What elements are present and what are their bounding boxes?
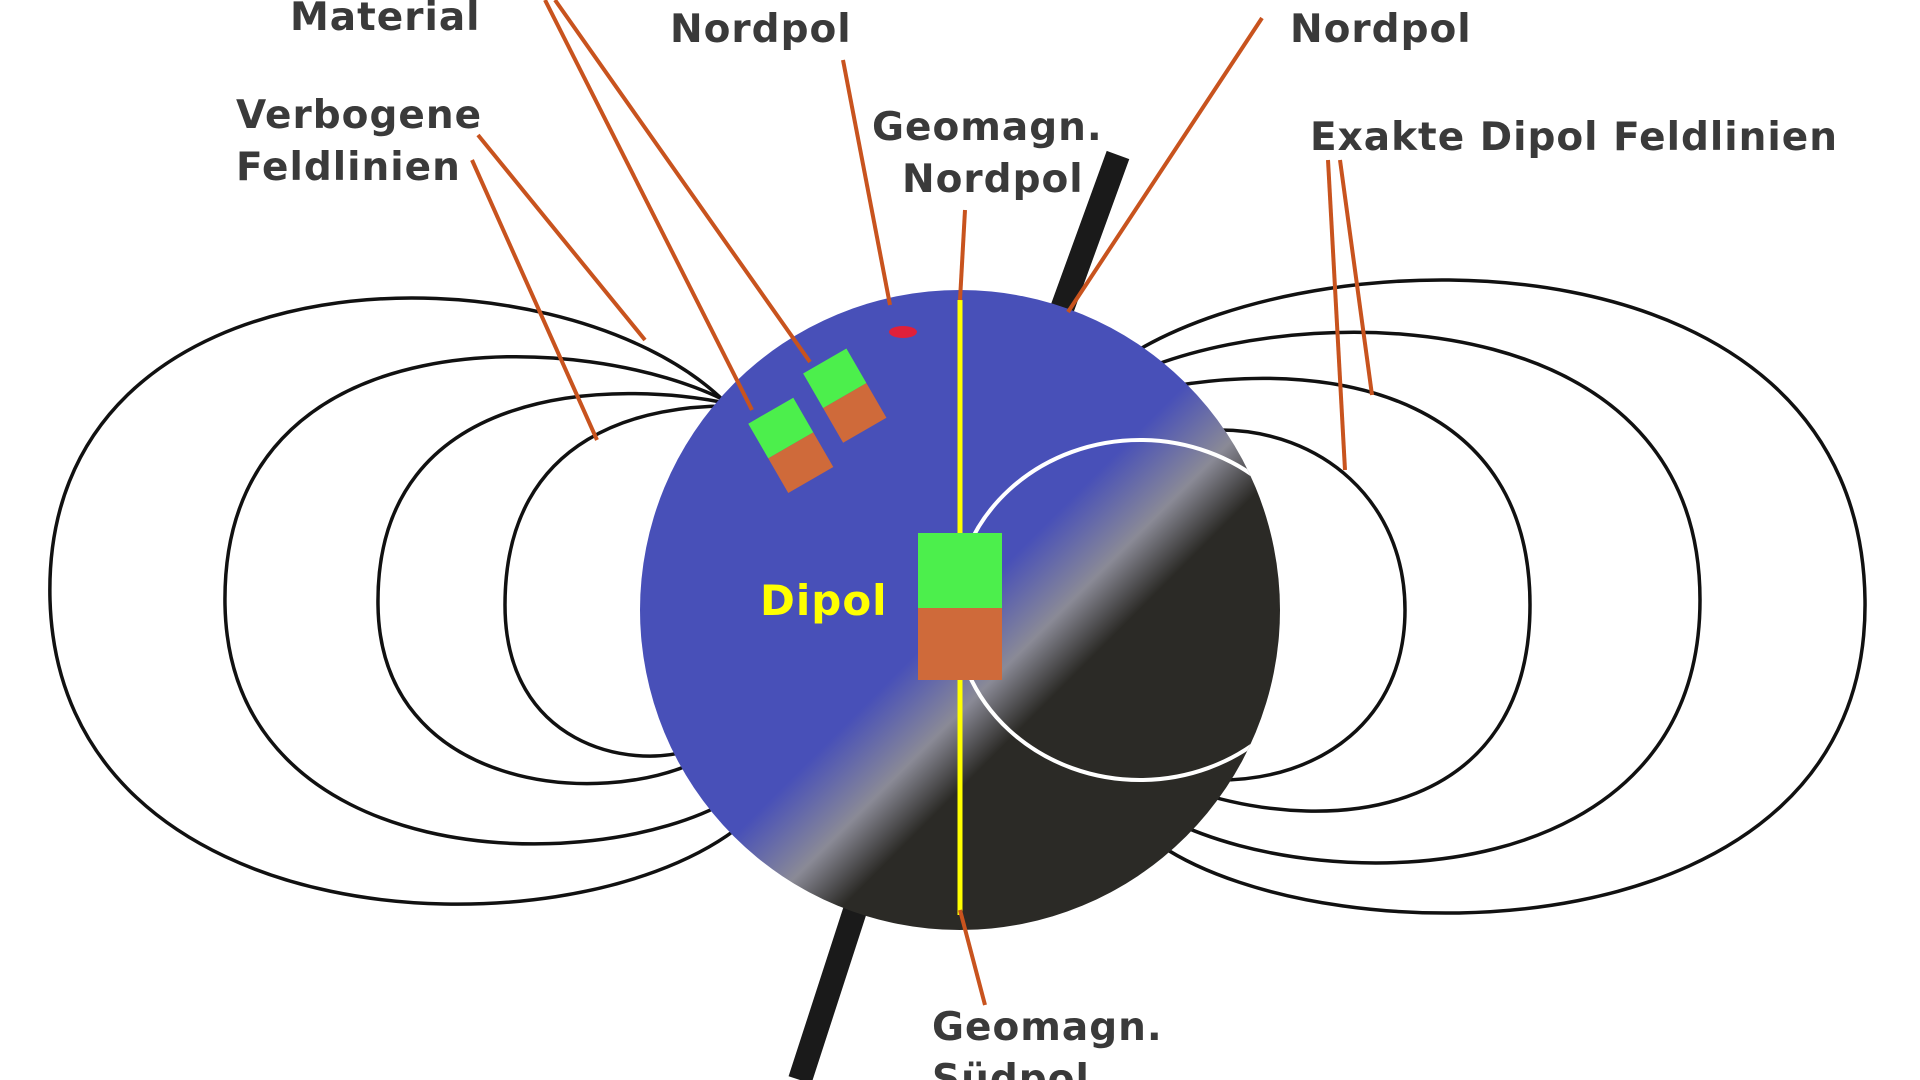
label-geomagn-sued-line2: Südpol — [932, 1057, 1090, 1080]
field-line-left-4 — [503, 404, 733, 758]
label-nordpol-left: Nordpol — [670, 7, 852, 52]
label-geomagn-sued-line1: Geomagn. — [932, 1005, 1163, 1050]
leader-material-1 — [543, 0, 754, 411]
earth — [640, 290, 1280, 930]
leader-geomagn-sued — [958, 909, 987, 1006]
label-geomagn-nord-line2: Nordpol — [902, 157, 1084, 202]
leader-exakte-1 — [1326, 159, 1347, 471]
label-material: Material — [290, 0, 481, 40]
field-line-right-4 — [1219, 428, 1407, 782]
material-block-1 — [748, 397, 834, 493]
field-line-left-3 — [376, 391, 731, 786]
leader-nordpol-left — [841, 59, 892, 306]
label-nordpol-right: Nordpol — [1290, 7, 1472, 52]
leader-exakte-2 — [1338, 159, 1374, 396]
dipole-magnet-north — [918, 533, 1002, 608]
bent-field-lines — [48, 296, 737, 906]
label-geomagn-nord-line1: Geomagn. — [872, 105, 1103, 150]
field-line-right-1 — [1129, 278, 1867, 915]
label-exakte-dipol: Exakte Dipol Feldlinien — [1310, 115, 1838, 160]
leader-lines — [470, 0, 1374, 1006]
material-block-2 — [803, 348, 887, 443]
leader-verbogene-2 — [470, 159, 599, 441]
labels: Material Nordpol Nordpol Verbogene Feldl… — [236, 0, 1838, 1080]
rotation-axis-bottom — [788, 891, 872, 1080]
label-verbogene-line2: Feldlinien — [236, 145, 461, 190]
field-line-left-2 — [223, 355, 731, 846]
dipole-magnet-south — [918, 608, 1002, 680]
leader-nordpol-right — [1066, 16, 1264, 314]
field-line-left-1 — [48, 296, 737, 906]
label-verbogene-line1: Verbogene — [236, 93, 482, 138]
rotation-axis — [788, 150, 1130, 1080]
label-dipol: Dipol — [760, 576, 888, 625]
leader-geomagn-nord — [958, 209, 967, 301]
leader-verbogene-1 — [476, 133, 647, 342]
rotation-axis-top — [1046, 150, 1130, 325]
leader-material-2 — [553, 0, 812, 364]
field-line-right-3 — [1179, 376, 1532, 813]
pole-marker — [889, 326, 917, 338]
